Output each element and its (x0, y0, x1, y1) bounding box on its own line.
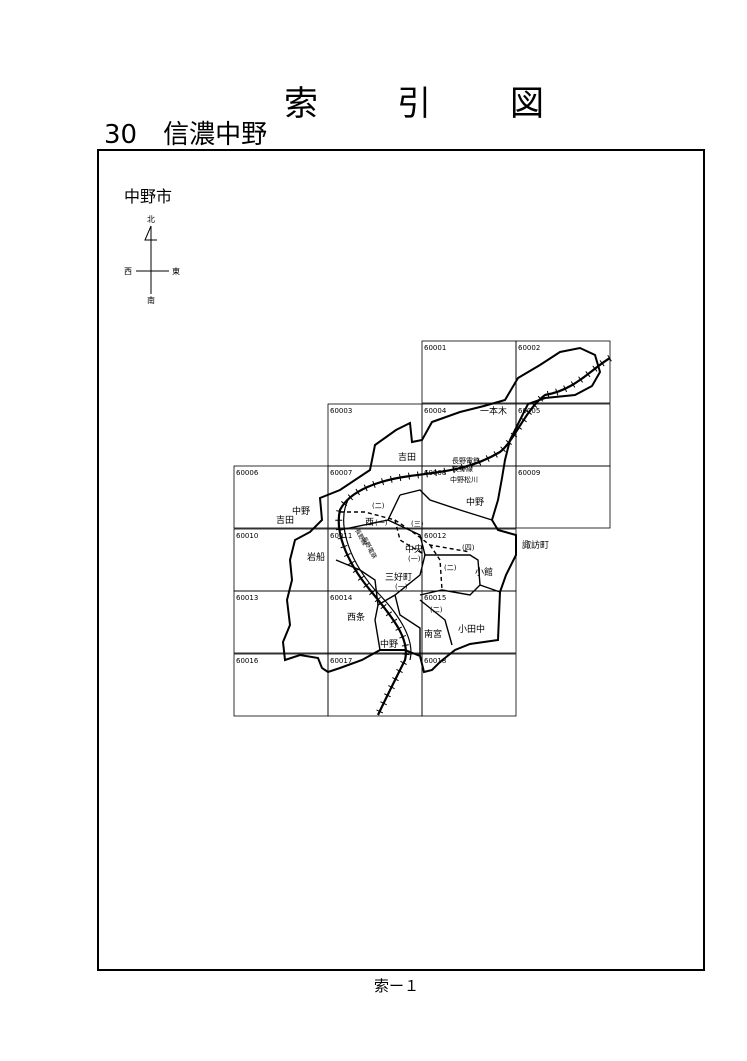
sheet-id: 60008 (424, 469, 446, 477)
title-char-1: 索 (284, 84, 318, 124)
sheet-id: 60014 (330, 594, 353, 602)
place-miyoshi-num: (一) (395, 583, 408, 591)
place-san: (三) (411, 520, 424, 528)
place-suwa: 諏訪町 (522, 539, 549, 551)
place-chuo-num: (一) (408, 555, 421, 563)
sheet-id: 60007 (330, 469, 352, 477)
title-char-2: 引 (397, 84, 431, 124)
place-ipponki: 一本木 (480, 405, 507, 417)
sheet-id: 60005 (518, 407, 540, 415)
index-map-title: 索 引 図 (284, 76, 544, 125)
compass-east: 東 (172, 266, 180, 276)
place-minamimiya: 南宮 (424, 628, 442, 640)
sheet-cell[interactable] (421, 590, 517, 654)
rail-label-nagano-dentetsu: 長野電鉄 (452, 456, 480, 465)
place-ni-mid: (二) (444, 564, 457, 572)
city-label: 中野市 (124, 187, 173, 206)
sheet-labels: 60001 60002 60003 60004 60005 60006 60007 60008… (236, 344, 540, 665)
rail-label-nagano-dentetsu-2: 長野電鉄 (360, 535, 378, 560)
place-nishi: 西 (365, 517, 374, 528)
sheet-id: 60009 (518, 469, 540, 477)
title-char-3: 図 (510, 84, 544, 124)
compass-west: 西 (124, 267, 132, 276)
area-title: 30 信濃中野 (104, 120, 268, 150)
map-frame (97, 149, 705, 971)
sheet-cell[interactable] (515, 340, 611, 404)
place-miyoshi: 三好町 (385, 571, 412, 583)
sheet-id: 60016 (236, 657, 259, 665)
sheet-id: 60011 (330, 532, 352, 540)
sheet-id: 60017 (330, 657, 352, 665)
place-nakano-ne: 中野 (466, 496, 484, 508)
city-boundary (281, 346, 602, 674)
sheet-id: 60003 (330, 407, 352, 415)
place-nishi-num: (一) (375, 519, 388, 527)
place-nakano-w: 中野 (292, 505, 310, 517)
sheet-id: 60013 (236, 594, 258, 602)
sheet-id: 60018 (424, 657, 446, 665)
highway-line (343, 499, 412, 661)
place-yoshida-w: 吉田 (276, 515, 294, 526)
place-yoshida-east: 吉田 (398, 452, 416, 463)
place-yon: (四) (462, 544, 475, 552)
sheet-id: 60004 (424, 407, 447, 415)
sheet-id: 60012 (424, 532, 446, 540)
sheet-id: 60002 (518, 344, 540, 352)
sheet-id: 60006 (236, 469, 259, 477)
page-footer: 索ー１ (374, 977, 420, 995)
place-saijo: 西条 (347, 611, 365, 623)
place-station: 中野松川 (450, 475, 478, 484)
sheet-id: 60001 (424, 344, 446, 352)
sheet-grid (233, 340, 611, 717)
rail-label-nagano-sen: 長野線 (452, 464, 473, 473)
sheet-id: 60010 (236, 532, 258, 540)
sheet-cell[interactable] (515, 465, 611, 529)
place-iwafune: 岩船 (307, 551, 325, 563)
compass-north: 北 (147, 215, 155, 224)
compass-south: 南 (147, 295, 155, 305)
place-labels: 一本木 吉田 中野 中野 吉田 岩船 西 (一) (二) (三) 中央 (一) … (276, 405, 549, 650)
place-kodate: 小館 (475, 566, 493, 578)
railway-nagano-dentetsu (335, 354, 612, 717)
place-chuo: 中央 (405, 543, 423, 555)
sheet-id: 60015 (424, 594, 446, 602)
compass: 北 南 西 東 (124, 215, 180, 305)
place-ni-low: (二) (430, 606, 443, 614)
place-ni-top: (二) (372, 502, 385, 510)
ward-dashed-lines (340, 511, 471, 591)
sheet-cell[interactable] (421, 653, 517, 717)
place-kotanaka: 小田中 (458, 623, 485, 635)
place-nakano-s: 中野 (380, 638, 398, 650)
